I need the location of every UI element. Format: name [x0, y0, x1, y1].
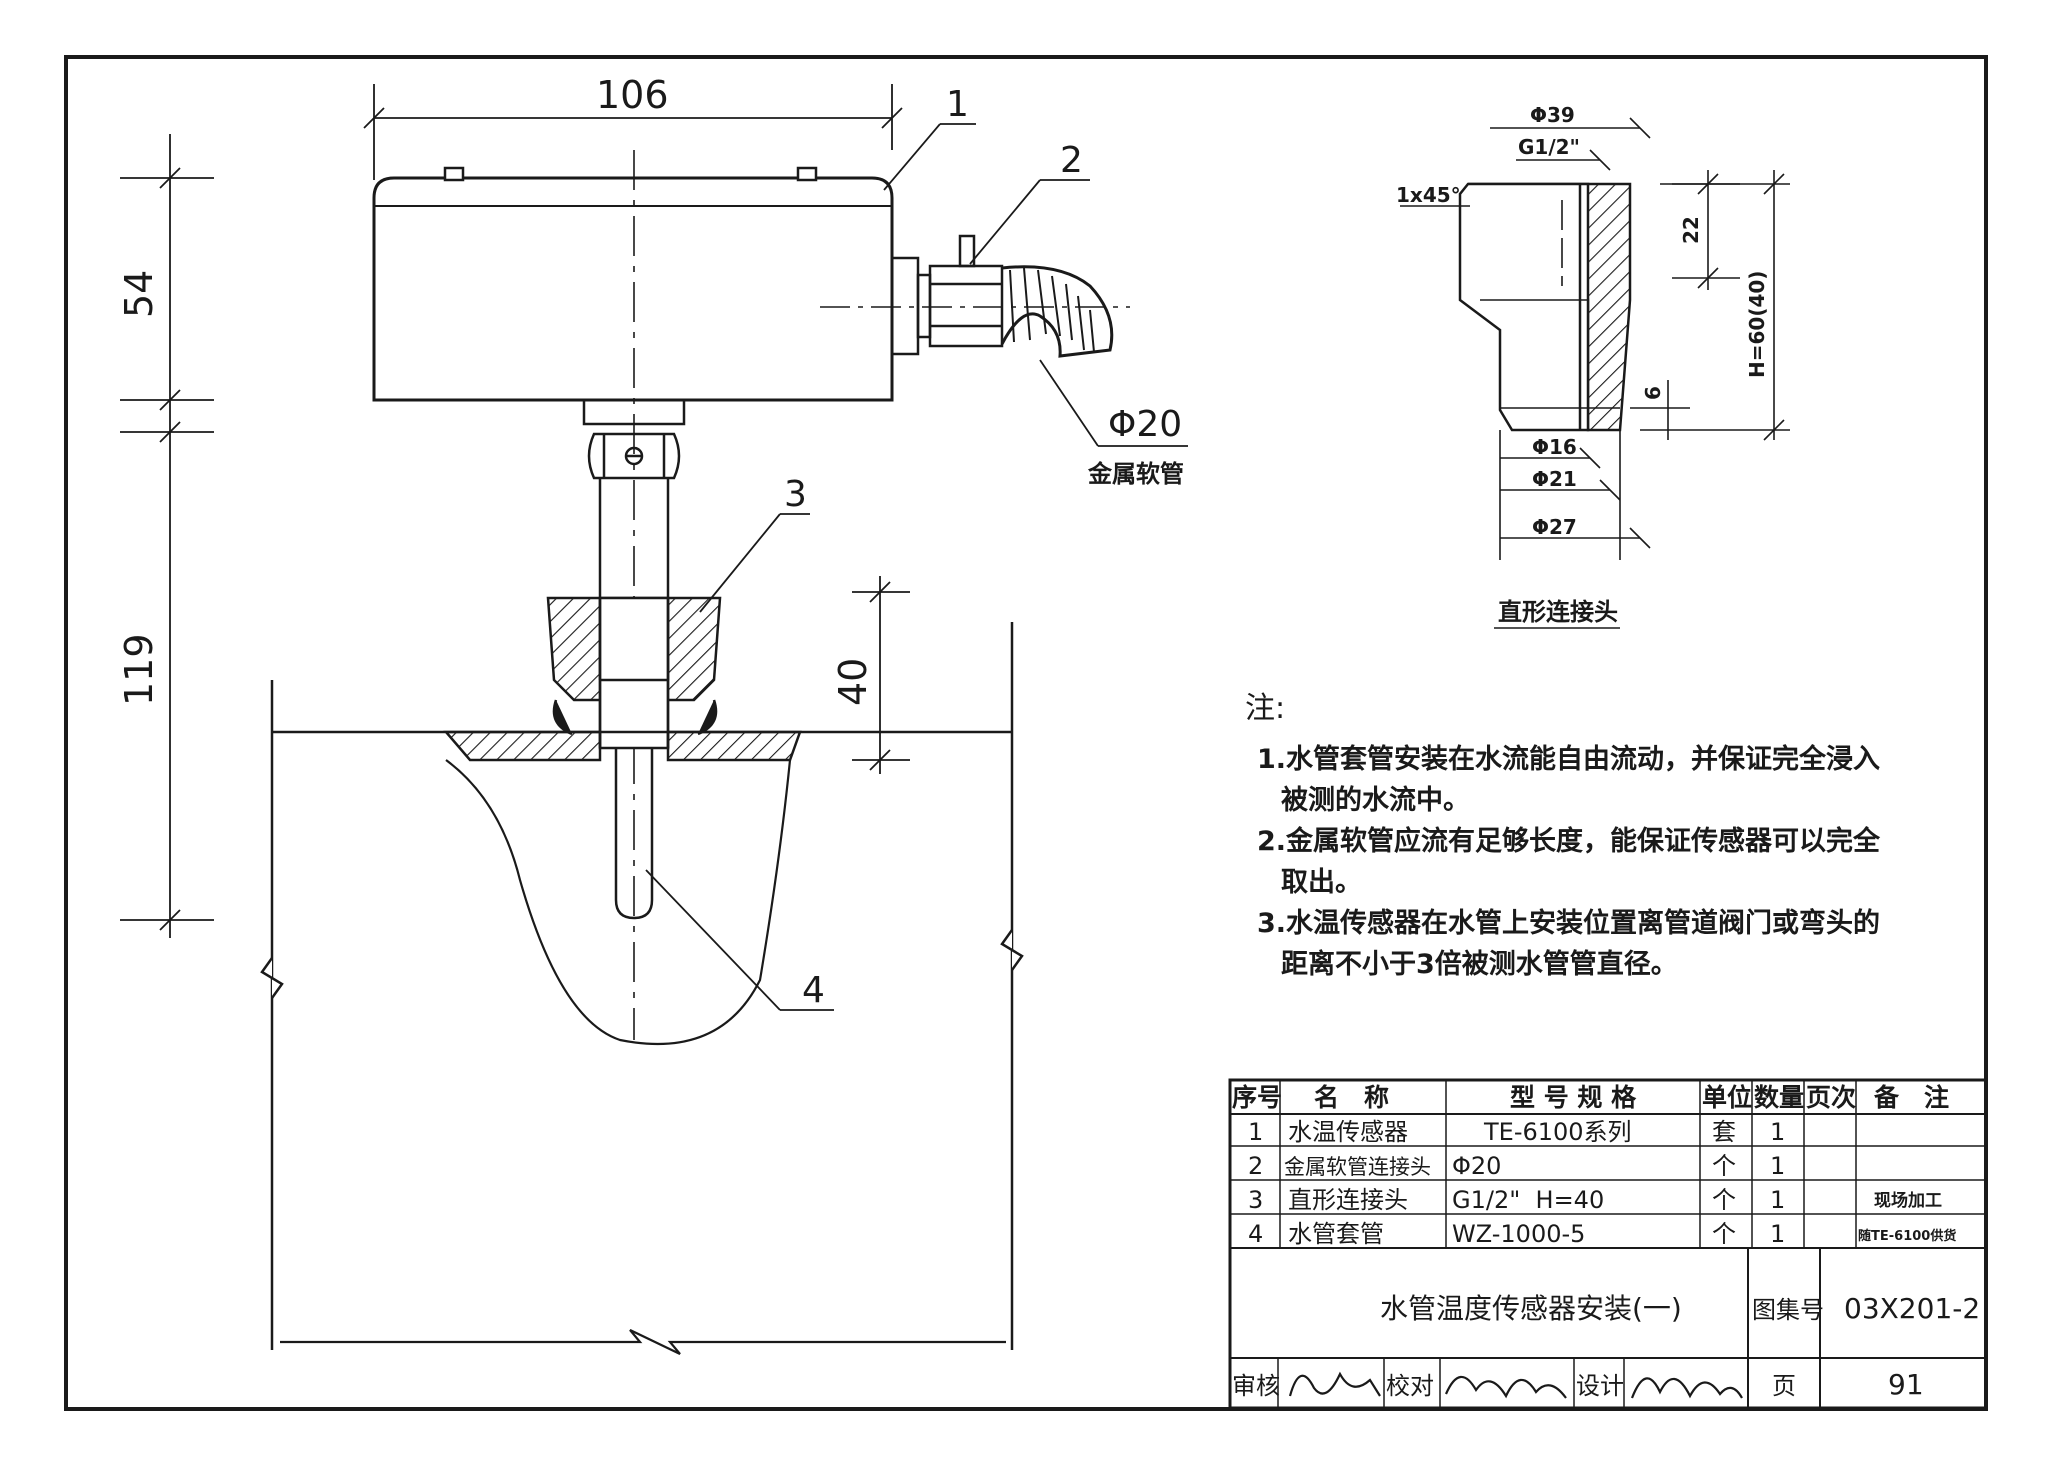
cell-4-no: 4	[1248, 1220, 1263, 1248]
signature-check	[1444, 1375, 1567, 1399]
cell-4-remark: 随TE-6100供货	[1858, 1228, 1956, 1244]
connector-thread: G1/2"	[1518, 135, 1580, 159]
th-name: 名 称	[1314, 1083, 1389, 1112]
atlas-label: 图集号	[1752, 1296, 1824, 1324]
th-remark: 备 注	[1873, 1083, 1949, 1112]
check-label: 校对	[1386, 1372, 1434, 1400]
callout-1: 1	[946, 84, 969, 125]
connector-detail	[1458, 182, 1632, 432]
hose-fitting	[890, 256, 920, 356]
upper-nut	[582, 398, 686, 426]
cell-3-name: 直形连接头	[1288, 1186, 1408, 1214]
hose-size: Φ20	[1108, 404, 1182, 445]
connector-h6: 6	[1641, 386, 1665, 400]
connector-chamfer: 1x45°	[1396, 183, 1461, 207]
page-label: 页	[1772, 1372, 1796, 1400]
cell-4-qty: 1	[1770, 1220, 1785, 1248]
th-spec: 型 号 规 格	[1510, 1083, 1637, 1112]
dim-lower-label: 119	[117, 633, 161, 706]
dim-insert	[852, 576, 910, 774]
th-qty: 数量	[1754, 1083, 1804, 1112]
dim-vertical	[120, 134, 214, 938]
dim-insert-label: 40	[831, 658, 875, 706]
break-section	[445, 759, 792, 1046]
atlas-number: 03X201-2	[1844, 1292, 1980, 1325]
dim-width	[363, 84, 903, 180]
cell-1-spec: TE-6100系列	[1483, 1118, 1632, 1146]
cell-2-no: 2	[1248, 1152, 1263, 1180]
note-1: 1.水管套管安装在水流能自由流动，并保证完全浸入被测的水流中。	[1257, 744, 1881, 816]
cell-2-name: 金属软管连接头	[1284, 1155, 1431, 1179]
sheet-border	[64, 55, 1988, 1411]
notes-heading: 注:	[1245, 691, 1286, 726]
th-page: 页次	[1806, 1083, 1856, 1112]
cell-1-qty: 1	[1770, 1118, 1785, 1146]
callout-4: 4	[802, 970, 825, 1011]
cell-2-qty: 1	[1770, 1152, 1785, 1180]
cell-1-unit: 套	[1712, 1118, 1736, 1146]
drawing-title: 水管温度传感器安装(一)	[1380, 1292, 1682, 1325]
design-label: 设计	[1576, 1372, 1624, 1400]
sensor-assembly	[260, 150, 1130, 1355]
cell-2-unit: 个	[1712, 1152, 1736, 1180]
cell-3-unit: 个	[1712, 1186, 1736, 1214]
cell-3-spec: G1/2" H=40	[1452, 1186, 1604, 1214]
note-3: 3.水温传感器在水管上安装位置离管道阀门或弯头的距离不小于3倍被测水管管直径。	[1257, 908, 1881, 980]
th-unit: 单位	[1702, 1083, 1752, 1112]
thermowell	[614, 748, 654, 920]
connector-d39: Φ39	[1530, 103, 1575, 127]
cell-3-remark: 现场加工	[1874, 1191, 1942, 1211]
notes: 注: 1.水管套管安装在水流能自由流动，并保证完全浸入被测的水流中。 2.金属软…	[1245, 688, 1885, 985]
dim-upper-label: 54	[117, 270, 161, 318]
cell-3-no: 3	[1248, 1186, 1263, 1214]
dim-width-label: 106	[596, 73, 669, 117]
signature-design	[1630, 1377, 1743, 1399]
cell-4-unit: 个	[1712, 1220, 1736, 1248]
parts-table	[1228, 1078, 1988, 1410]
cell-1-no: 1	[1248, 1118, 1263, 1146]
review-label: 审核	[1232, 1372, 1280, 1400]
sensor-housing	[372, 176, 894, 402]
th-no: 序号	[1232, 1083, 1282, 1112]
page-number: 91	[1888, 1368, 1924, 1401]
connector-d21: Φ21	[1532, 467, 1577, 491]
cell-4-spec: WZ-1000-5	[1452, 1220, 1585, 1248]
callout-3: 3	[784, 474, 807, 515]
cell-1-name: 水温传感器	[1288, 1118, 1408, 1146]
connector-dims	[1400, 117, 1790, 629]
cell-2-spec: Φ20	[1452, 1152, 1501, 1180]
connector-outline	[1458, 182, 1590, 432]
signature-review	[1288, 1371, 1381, 1397]
connector-d16: Φ16	[1532, 435, 1577, 459]
connector-d27: Φ27	[1532, 515, 1577, 539]
cell-3-qty: 1	[1770, 1186, 1785, 1214]
connector-title: 直形连接头	[1498, 598, 1618, 626]
callout-leaders	[645, 123, 1188, 1011]
lower-nut	[587, 432, 681, 480]
pipe-wall	[443, 730, 602, 762]
note-2: 2.金属软管应流有足够长度，能保证传感器可以完全取出。	[1257, 826, 1881, 898]
callout-2: 2	[1060, 140, 1083, 181]
connector-h22: 22	[1679, 216, 1703, 244]
hose-label: 金属软管	[1087, 460, 1184, 488]
cell-4-name: 水管套管	[1288, 1220, 1384, 1248]
connector-height: H=60(40)	[1745, 271, 1769, 378]
approval-row	[1277, 1358, 1625, 1408]
flexible-hose	[1000, 265, 1114, 358]
